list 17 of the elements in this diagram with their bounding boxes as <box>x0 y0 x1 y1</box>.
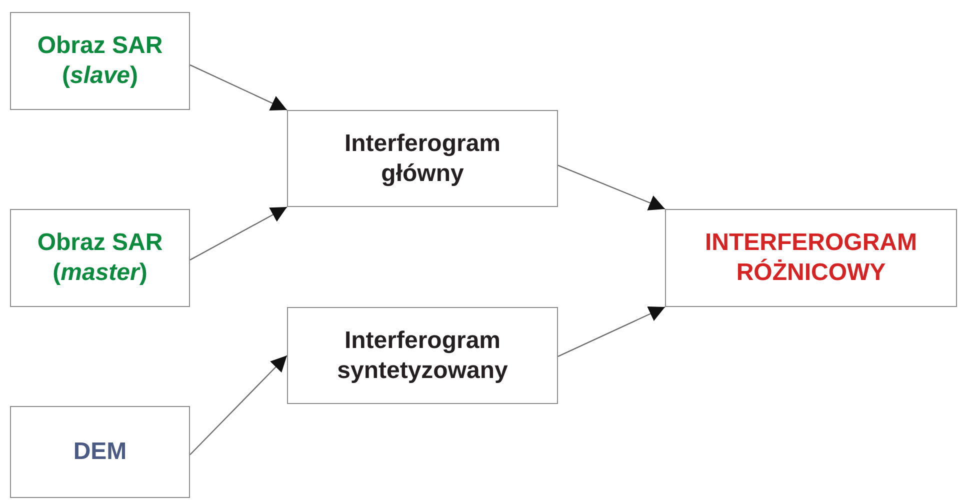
arrow <box>558 164 666 210</box>
arrow <box>190 64 288 111</box>
box-label: DEM <box>73 437 127 467</box>
arrow <box>558 306 666 358</box>
process-box <box>10 12 190 110</box>
process-box <box>10 209 190 307</box>
arrow <box>190 355 288 456</box>
box-label: Interferogram główny <box>343 128 502 188</box>
box-label: INTERFEROGRAM RÓŻNICOWY <box>704 228 918 288</box>
box-label: Obraz SAR (master) <box>36 228 164 288</box>
arrow <box>190 206 288 260</box>
process-box <box>10 406 190 498</box>
box-label: Interferogram syntetyzowany <box>336 326 509 386</box>
process-box <box>287 110 558 207</box>
box-label: Obraz SAR (slave) <box>36 31 164 91</box>
process-box <box>665 209 957 307</box>
process-box <box>287 307 558 404</box>
